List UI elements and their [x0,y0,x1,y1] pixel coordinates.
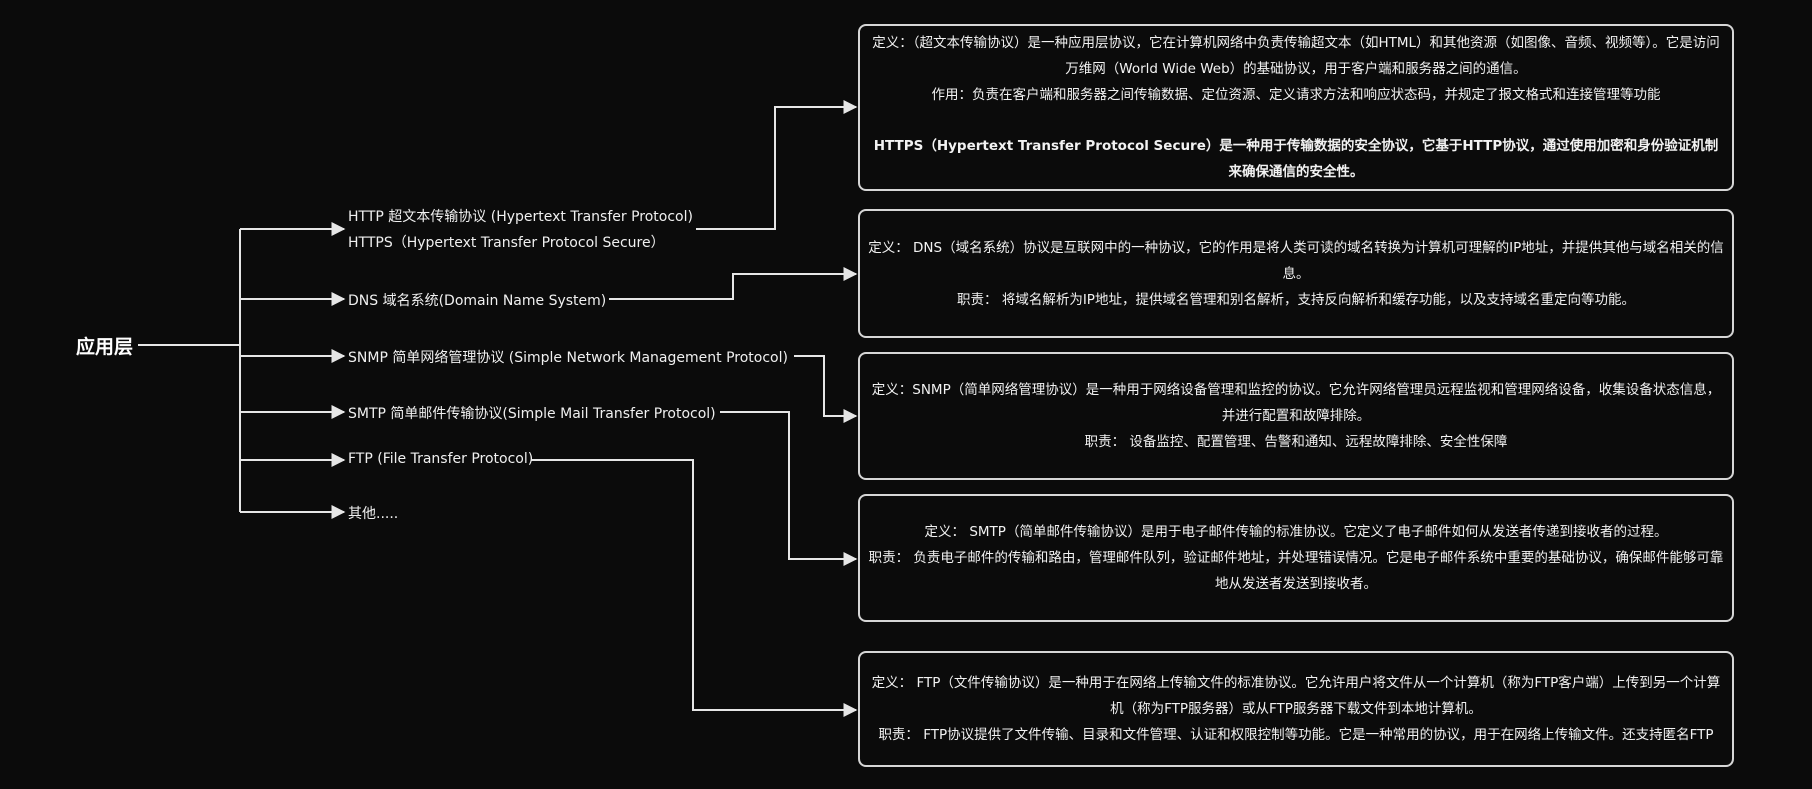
card-dns: 定义： DNS（域名系统）协议是互联网中的一种协议，它的作用是将人类可读的域名转… [858,209,1734,338]
card-http: 定义：（超文本传输协议）是一种应用层协议，它在计算机网络中负责传输超文本（如HT… [858,24,1734,191]
node-https-label: HTTPS（Hypertext Transfer Protocol Secure… [348,235,665,251]
node-dns: DNS 域名系统(Domain Name System) [348,293,607,309]
node-http: HTTP 超文本传输协议 (Hypertext Transfer Protoco… [348,206,693,252]
card-snmp-definition: 定义：SNMP（简单网络管理协议）是一种用于网络设备管理和监控的协议。它允许网络… [871,382,1721,424]
card-http-definition: 定义：（超文本传输协议）是一种应用层协议，它在计算机网络中负责传输超文本（如HT… [872,35,1720,77]
card-smtp: 定义： SMTP（简单邮件传输协议）是用于电子邮件传输的标准协议。它定义了电子邮… [858,494,1734,622]
card-snmp: 定义：SNMP（简单网络管理协议）是一种用于网络设备管理和监控的协议。它允许网络… [858,352,1734,480]
card-https-description: HTTPS（Hypertext Transfer Protocol Secure… [873,138,1719,180]
card-smtp-duty: 职责： 负责电子邮件的传输和路由，管理邮件队列，验证邮件地址，并处理错误情况。它… [868,550,1724,592]
card-link-snmp [794,355,858,423]
card-ftp: 定义： FTP（文件传输协议）是一种用于在网络上传输文件的标准协议。它允许用户将… [858,651,1734,767]
card-link-dns [609,267,858,300]
node-smtp: SMTP 简单邮件传输协议(Simple Mail Transfer Proto… [348,406,716,422]
card-snmp-duty: 职责： 设备监控、配置管理、告警和通知、远程故障排除、安全性保障 [1084,434,1508,450]
node-other: 其他..... [348,506,399,522]
card-link-http [696,100,858,230]
card-http-duty: 作用：负责在客户端和服务器之间传输数据、定位资源、定义请求方法和响应状态码，并规… [931,87,1661,103]
card-smtp-definition: 定义： SMTP（简单邮件传输协议）是用于电子邮件传输的标准协议。它定义了电子邮… [924,524,1668,540]
root-node: 应用层 [76,336,134,358]
card-dns-duty: 职责： 将域名解析为IP地址，提供域名管理和别名解析，支持反向解析和缓存功能，以… [957,291,1635,308]
card-dns-definition: 定义： DNS（域名系统）协议是互联网中的一种协议，它的作用是将人类可读的域名转… [868,239,1724,282]
node-snmp: SNMP 简单网络管理协议 (Simple Network Management… [348,350,788,366]
card-ftp-duty: 职责： FTP协议提供了文件传输、目录和文件管理、认证和权限控制等功能。它是一种… [878,727,1714,743]
node-ftp: FTP (File Transfer Protocol) [348,451,534,467]
node-http-label: HTTP 超文本传输协议 (Hypertext Transfer Protoco… [348,209,693,225]
card-link-smtp [720,411,858,566]
card-ftp-definition: 定义： FTP（文件传输协议）是一种用于在网络上传输文件的标准协议。它允许用户将… [871,675,1721,717]
card-link-ftp [531,459,858,717]
